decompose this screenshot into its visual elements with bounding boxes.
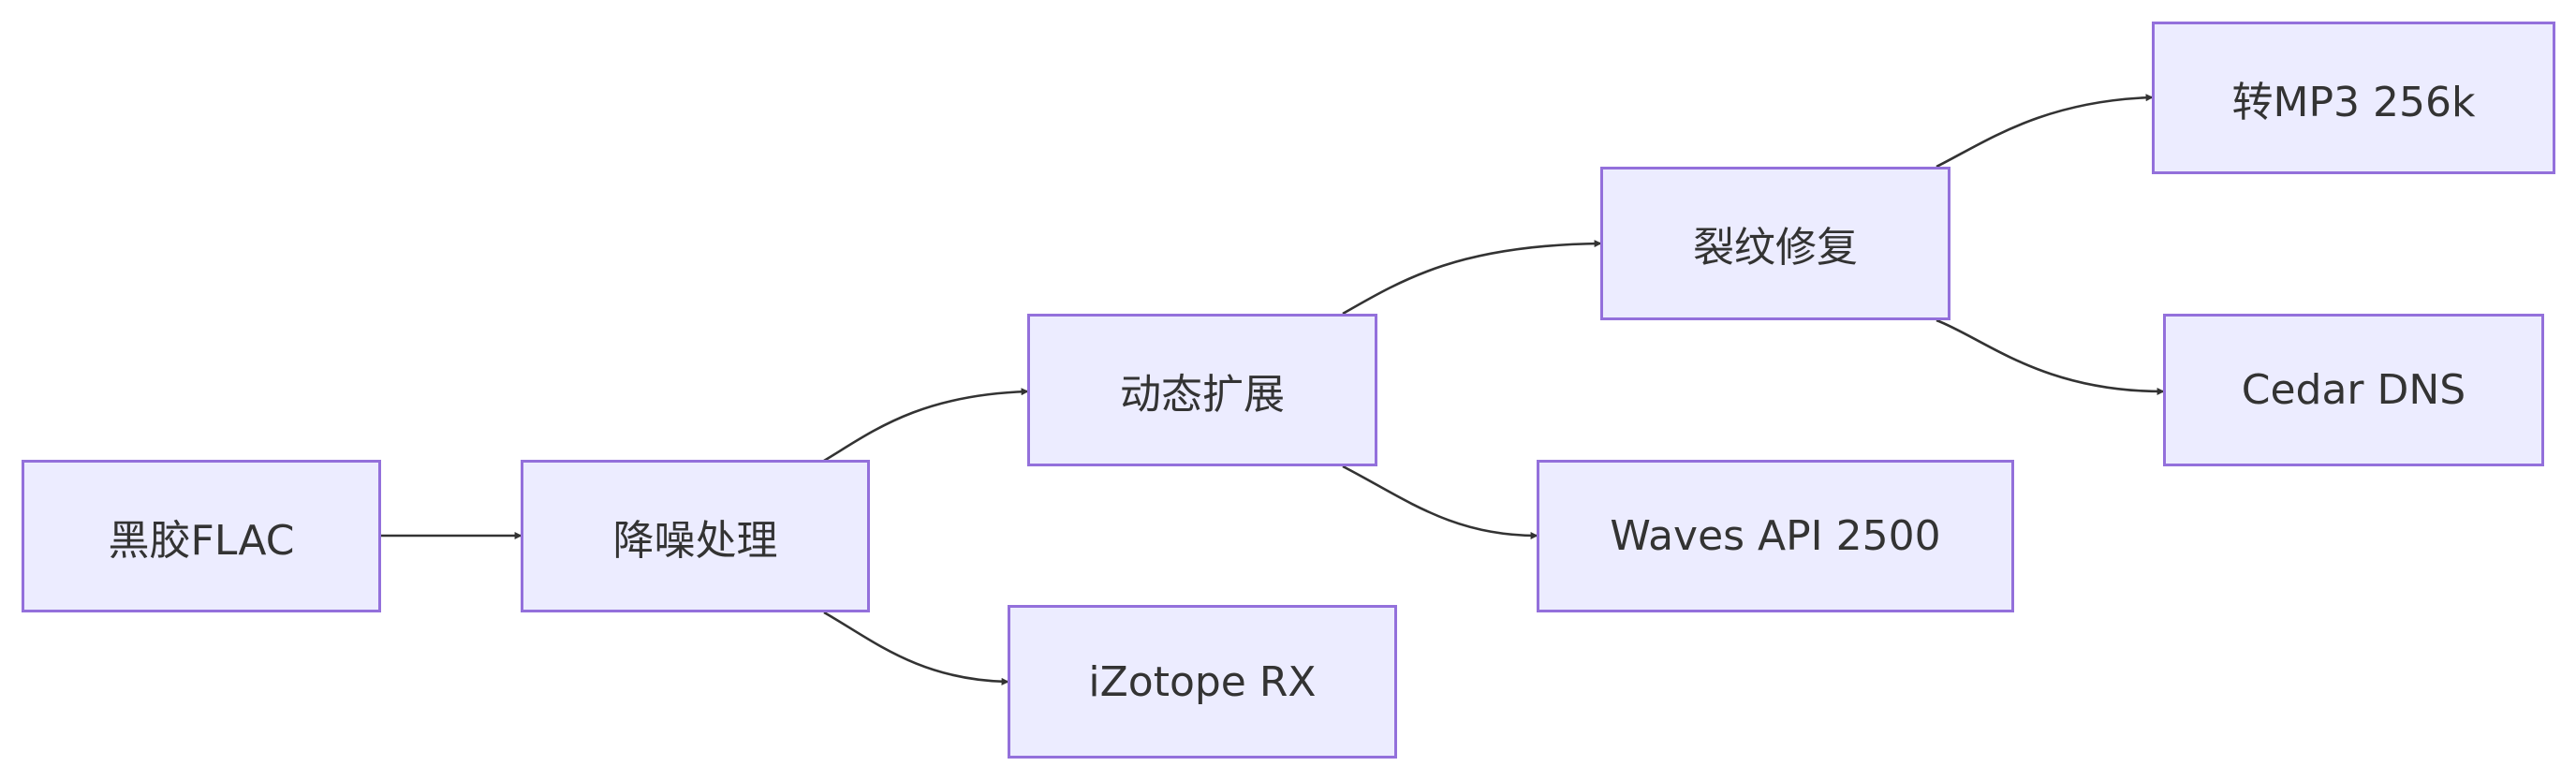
- node-waves-api: Waves API 2500: [1537, 460, 2014, 612]
- node-izotope-rx: iZotope RX: [1008, 605, 1397, 759]
- node-cedar-dns-label: Cedar DNS: [2241, 366, 2466, 414]
- node-crack-repair-label: 裂纹修复: [1693, 224, 1858, 272]
- node-noise-reduction-label: 降噪处理: [612, 516, 778, 565]
- node-noise-reduction: 降噪处理: [521, 460, 870, 612]
- edge-dynamic-expansion-to-crack-repair: [1342, 240, 1602, 316]
- node-izotope-rx-label: iZotope RX: [1088, 657, 1317, 706]
- edge-crack-repair-to-mp3: [1936, 94, 2154, 169]
- node-vinyl-flac-label: 黑胶FLAC: [108, 516, 295, 565]
- node-waves-api-label: Waves API 2500: [1610, 512, 1941, 560]
- edge-noise-reduction-to-dynamic-expansion: [823, 388, 1029, 463]
- edge-noise-reduction-to-izotope-rx: [823, 611, 1009, 685]
- node-crack-repair: 裂纹修复: [1600, 167, 1950, 320]
- node-dynamic-expansion: 动态扩展: [1027, 314, 1377, 466]
- node-mp3-256k: 转MP3 256k: [2152, 22, 2555, 174]
- node-mp3-256k-label: 转MP3 256k: [2231, 78, 2476, 126]
- node-vinyl-flac: 黑胶FLAC: [22, 460, 381, 612]
- edge-dynamic-expansion-to-waves-api: [1342, 464, 1538, 539]
- edge-crack-repair-to-cedar-dns: [1936, 318, 2165, 395]
- node-cedar-dns: Cedar DNS: [2163, 314, 2544, 466]
- node-dynamic-expansion-label: 动态扩展: [1120, 370, 1285, 419]
